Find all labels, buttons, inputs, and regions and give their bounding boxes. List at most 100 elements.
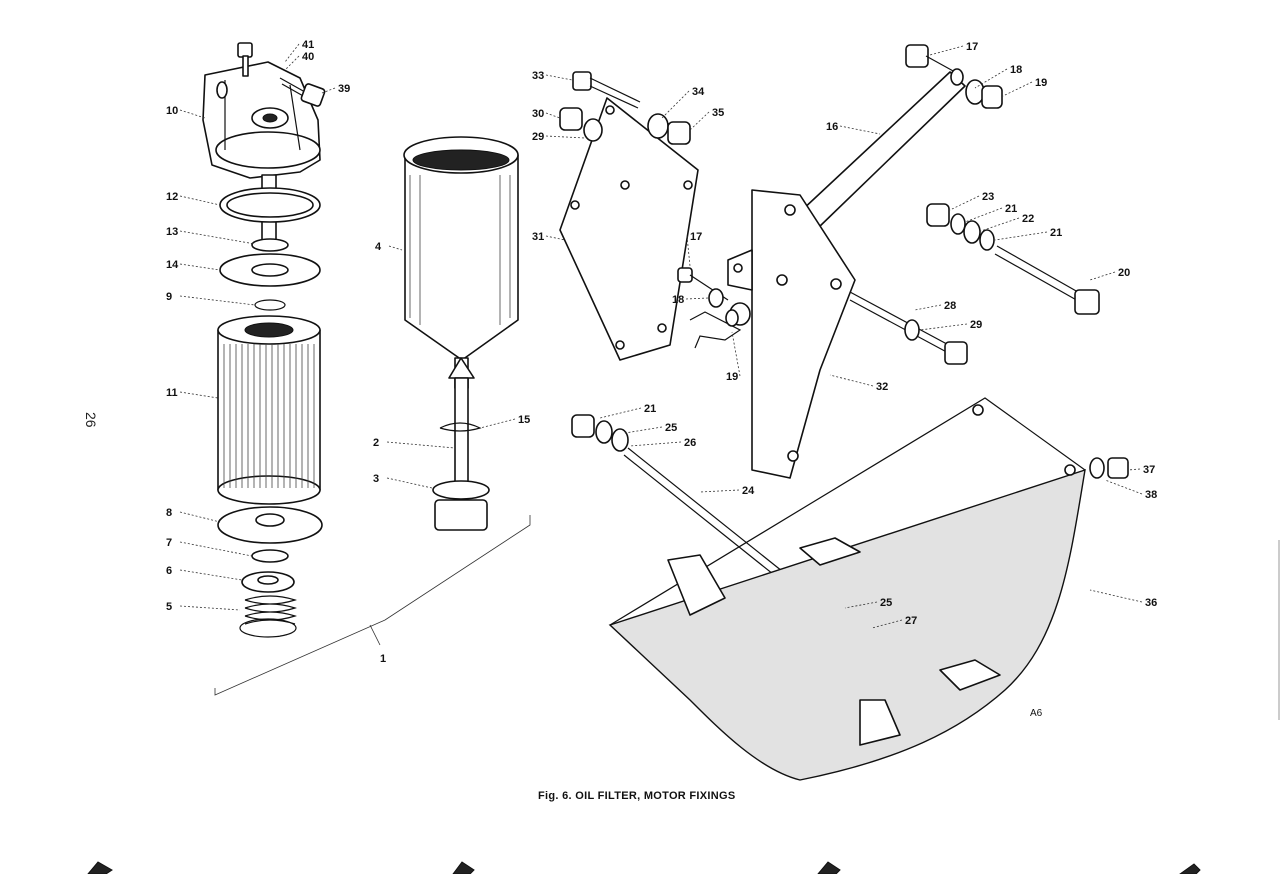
- leader-line: [731, 331, 741, 377]
- part-label: 21: [1050, 227, 1062, 239]
- bracket-label: 1: [380, 653, 386, 665]
- leader-line: [386, 477, 433, 489]
- leader-line: [844, 601, 878, 609]
- part-label: 39: [338, 83, 350, 95]
- part-label: 29: [532, 131, 544, 143]
- bracket-bolt-28: [849, 291, 968, 365]
- leader-line: [661, 90, 690, 119]
- head-bolt: [279, 77, 326, 107]
- part-label: 9: [166, 291, 172, 303]
- part-label: 21: [1005, 203, 1017, 215]
- part-label: 23: [982, 191, 994, 203]
- leader-line: [479, 418, 516, 429]
- part-label: 33: [532, 70, 544, 82]
- part-label: 34: [692, 86, 705, 98]
- long-bolt-20: [926, 203, 1100, 315]
- part-label: 13: [166, 226, 178, 238]
- page-number: 26: [83, 412, 99, 428]
- drawing-code: A6: [1030, 708, 1043, 719]
- figure-caption: Fig. 6. OIL FILTER, MOTOR FIXINGS: [538, 790, 736, 802]
- part-label: 22: [1022, 213, 1034, 225]
- part-label: 36: [1145, 597, 1157, 609]
- part-label: 28: [944, 300, 956, 312]
- shield-screw: [1089, 457, 1129, 479]
- leader-line: [179, 263, 221, 271]
- leader-line: [545, 74, 573, 81]
- upper-washer: [219, 253, 321, 287]
- centre-bolt-head: [434, 499, 488, 531]
- leader-line: [388, 245, 403, 251]
- filter-element: [217, 315, 321, 505]
- plate-bolt: [572, 71, 641, 109]
- leader-line: [686, 235, 691, 267]
- part-label: 25: [880, 597, 892, 609]
- part-label: 29: [970, 319, 982, 331]
- leader-line: [914, 304, 942, 311]
- leader-line: [1089, 589, 1143, 603]
- leader-line: [284, 55, 300, 71]
- filter-bowl-assembly: [403, 136, 519, 531]
- part-label: 32: [876, 381, 888, 393]
- part-label: 18: [1010, 64, 1022, 76]
- part-label: 31: [532, 231, 544, 243]
- part-label: 30: [532, 108, 544, 120]
- part-label: 17: [966, 41, 978, 53]
- group-bracket: [214, 515, 531, 696]
- leader-line: [949, 195, 980, 211]
- part-label: 11: [166, 387, 178, 399]
- leader-line: [284, 43, 300, 63]
- leader-line: [994, 231, 1048, 241]
- part-label: 14: [166, 259, 179, 271]
- bolt-tip: [448, 357, 475, 379]
- part-label: 40: [302, 51, 314, 63]
- leader-line: [386, 441, 456, 449]
- bowl-washer: [432, 480, 490, 500]
- shield-plate: [608, 397, 1086, 781]
- part-label: 12: [166, 191, 178, 203]
- leader-line: [629, 441, 682, 447]
- part-label: 24: [742, 485, 755, 497]
- leader-lines: [179, 43, 1143, 629]
- part-label: 5: [166, 601, 172, 613]
- part-label: 18: [672, 294, 684, 306]
- part-label: 25: [665, 422, 677, 434]
- oil-filter-assembly: [202, 42, 326, 638]
- part-label: 21: [644, 403, 656, 415]
- part-label: 27: [905, 615, 917, 627]
- part-label: 20: [1118, 267, 1130, 279]
- leader-line: [179, 541, 253, 557]
- leader-line: [699, 489, 740, 493]
- leader-line: [179, 295, 256, 306]
- part-label: 7: [166, 537, 172, 549]
- leader-line: [685, 297, 709, 300]
- part-label: 6: [166, 565, 172, 577]
- part-label: 15: [518, 414, 530, 426]
- part-label: 16: [826, 121, 838, 133]
- nut-30: [559, 107, 583, 131]
- part-label: 19: [726, 371, 738, 383]
- part-label: 26: [684, 437, 696, 449]
- leader-line: [839, 125, 881, 135]
- spring: [239, 595, 297, 638]
- leader-line: [1104, 479, 1143, 495]
- lower-washer: [241, 571, 295, 593]
- leader-line: [919, 323, 968, 331]
- mounting-plate: [559, 97, 699, 361]
- leader-line: [689, 111, 710, 131]
- o-ring-lower: [251, 549, 289, 563]
- part-label: 2: [373, 437, 379, 449]
- leader-line: [179, 230, 256, 245]
- part-label: 37: [1143, 464, 1155, 476]
- stay-rod: [799, 44, 1003, 229]
- leader-line: [179, 605, 241, 611]
- leader-line: [179, 569, 243, 581]
- pressure-plate: [217, 506, 323, 544]
- leader-line: [179, 109, 206, 119]
- leader-line: [1089, 271, 1116, 281]
- leader-line: [545, 112, 561, 119]
- part-label: 19: [1035, 77, 1047, 89]
- leader-line: [179, 511, 221, 523]
- leader-line: [179, 391, 219, 399]
